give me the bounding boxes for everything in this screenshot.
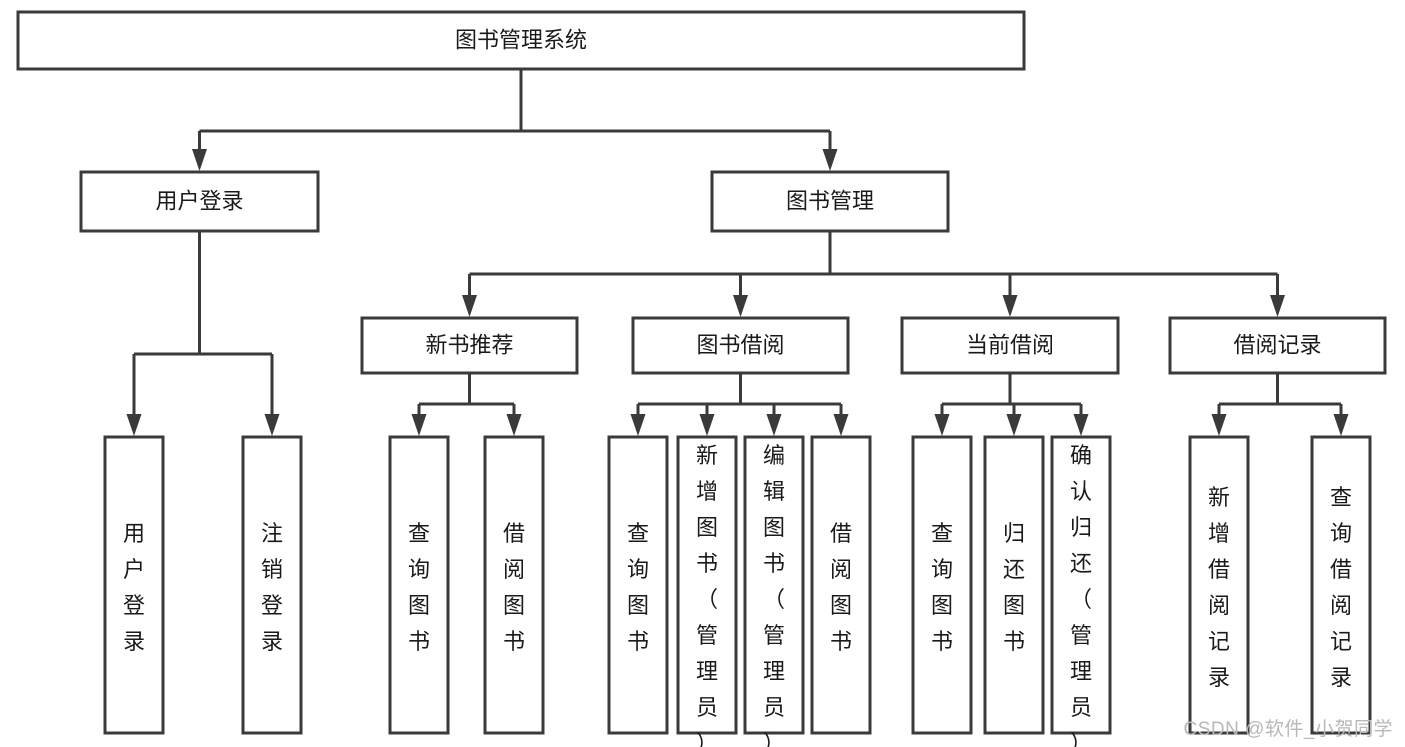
node-label: 借阅记录 [1233, 332, 1321, 357]
node-new-book-rec[interactable]: 新书推荐 [360, 316, 579, 375]
node-book-mgmt[interactable]: 图书管理 [710, 170, 950, 233]
node-label: 借阅图书 [830, 521, 852, 654]
node-leaf-query-book-2[interactable]: 查询图书 [607, 435, 669, 735]
node-label: 用户登录 [155, 188, 243, 213]
node-label: 新书推荐 [425, 332, 513, 357]
node-box [1168, 316, 1387, 375]
node-label: 确认归还（管理员） [1070, 443, 1092, 747]
node-leaf-borrow-book-1[interactable]: 借阅图书 [483, 435, 545, 735]
node-leaf-user-login[interactable]: 用户登录 [103, 435, 165, 735]
node-label: 注销登录 [261, 521, 283, 654]
node-label: 新增借阅记录 [1208, 485, 1230, 690]
node-box [360, 316, 579, 375]
node-leaf-query-record[interactable]: 查询借阅记录 [1310, 435, 1372, 735]
node-leaf-confirm-return[interactable]: 确认归还（管理员） [1050, 435, 1112, 747]
node-leaf-add-record[interactable]: 新增借阅记录 [1188, 435, 1250, 735]
node-label: 用户登录 [123, 521, 145, 654]
node-box [1310, 435, 1372, 735]
node-box [1050, 435, 1112, 735]
node-label: 图书借阅 [696, 332, 784, 357]
node-leaf-query-book-3[interactable]: 查询图书 [911, 435, 973, 735]
node-label: 查询图书 [627, 521, 649, 654]
node-box [388, 435, 450, 735]
node-label: 查询借阅记录 [1330, 485, 1352, 690]
node-box [743, 435, 805, 735]
node-label: 当前借阅 [966, 332, 1054, 357]
node-borrow-record[interactable]: 借阅记录 [1168, 316, 1387, 375]
node-box [983, 435, 1045, 735]
node-label: 编辑图书（管理员） [763, 443, 785, 747]
node-box [241, 435, 303, 735]
node-box [710, 170, 950, 233]
node-box [900, 316, 1120, 375]
node-root[interactable]: 图书管理系统 [16, 10, 1026, 71]
node-leaf-borrow-book-2[interactable]: 借阅图书 [810, 435, 872, 735]
node-label: 图书管理 [786, 188, 874, 213]
node-leaf-add-book[interactable]: 新增图书（管理员） [676, 435, 738, 747]
node-label: 查询图书 [931, 521, 953, 654]
node-box [676, 435, 738, 735]
node-label: 查询图书 [408, 521, 430, 654]
node-current-borrow[interactable]: 当前借阅 [900, 316, 1120, 375]
node-box [810, 435, 872, 735]
node-leaf-return-book[interactable]: 归还图书 [983, 435, 1045, 735]
node-box [911, 435, 973, 735]
node-box [631, 316, 850, 375]
node-box [483, 435, 545, 735]
connector-layer [126, 69, 1349, 436]
node-box [79, 170, 320, 233]
node-box [607, 435, 669, 735]
node-box [16, 10, 1026, 71]
node-book-borrow[interactable]: 图书借阅 [631, 316, 850, 375]
node-leaf-logout[interactable]: 注销登录 [241, 435, 303, 735]
node-box [1188, 435, 1250, 735]
node-label: 新增图书（管理员） [696, 443, 718, 747]
node-label: 图书管理系统 [455, 27, 587, 52]
node-label: 借阅图书 [503, 521, 525, 654]
node-box [103, 435, 165, 735]
node-leaf-query-book-1[interactable]: 查询图书 [388, 435, 450, 735]
node-user-login[interactable]: 用户登录 [79, 170, 320, 233]
node-layer: 图书管理系统用户登录图书管理新书推荐图书借阅当前借阅借阅记录用户登录注销登录查询… [16, 10, 1387, 747]
node-label: 归还图书 [1003, 521, 1025, 654]
node-leaf-edit-book[interactable]: 编辑图书（管理员） [743, 435, 805, 747]
